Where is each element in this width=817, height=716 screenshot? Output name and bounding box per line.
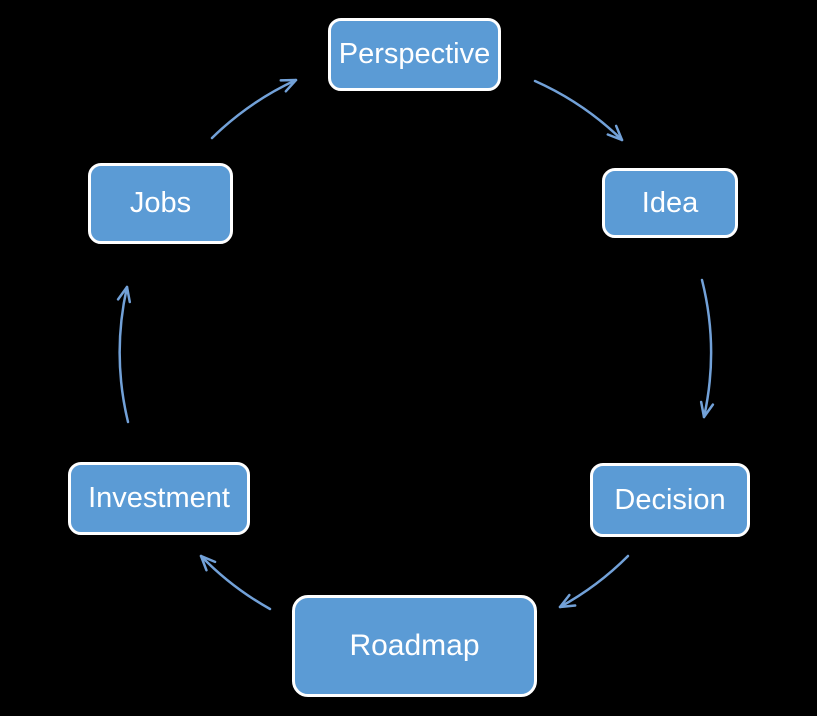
arrow-decision-to-roadmap [558, 554, 630, 609]
node-investment-label: Investment [88, 482, 230, 514]
node-jobs: Jobs [88, 163, 233, 244]
node-idea: Idea [602, 168, 738, 238]
node-perspective-label: Perspective [338, 38, 491, 70]
node-investment: Investment [68, 462, 250, 535]
node-jobs-label: Jobs [129, 187, 192, 219]
node-perspective: Perspective [328, 18, 501, 91]
arrow-roadmap-to-investment [199, 554, 272, 611]
arrow-jobs-to-perspective [210, 78, 298, 140]
node-roadmap-label: Roadmap [349, 629, 480, 662]
arrow-perspective-to-idea [533, 79, 624, 142]
arrow-investment-to-jobs [116, 285, 132, 424]
node-decision: Decision [590, 463, 750, 537]
node-idea-label: Idea [641, 186, 699, 219]
arrow-idea-to-decision [699, 278, 715, 419]
node-decision-label: Decision [614, 483, 726, 516]
node-roadmap: Roadmap [292, 595, 537, 697]
